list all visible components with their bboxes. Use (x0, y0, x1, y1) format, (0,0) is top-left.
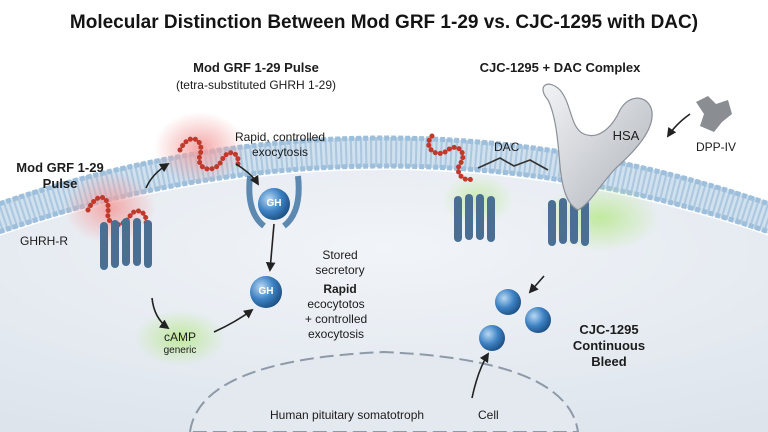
dpp-iv-enzyme-icon (696, 96, 732, 132)
arrow-icon (145, 162, 170, 189)
right-heading: CJC-1295 + DAC Complex (479, 60, 641, 75)
exocytosis-pore (246, 175, 302, 229)
hsa-label: HSA (612, 128, 640, 143)
arrow-icon (666, 113, 691, 138)
receptor-icon (100, 218, 152, 270)
dac-linker (477, 157, 549, 171)
ecocytosis-label-line2: + controlled (304, 312, 368, 326)
bleed-label-line1: CJC-1295 (579, 322, 639, 337)
bleed-label-line3: Bleed (591, 354, 627, 369)
dpp-iv-label: DPP-IV (696, 140, 737, 154)
ecocytosis-label-line3: exocytosis (307, 327, 365, 341)
camp-label: cAMP (163, 330, 196, 344)
bleed-label-line2: Continuous (572, 338, 646, 353)
receptor-icon (454, 194, 495, 242)
receptor-label: GHRH-R (20, 234, 68, 248)
arrow-icon (151, 297, 170, 330)
arrow-icon (471, 352, 490, 399)
pulse-label-line1: Mod GRF 1-29 (16, 160, 104, 175)
peptide-chain-icon (426, 133, 477, 182)
stored-label-line1: Stored (322, 248, 358, 262)
left-heading: Mod GRF 1-29 Pulse (193, 60, 319, 75)
albumin-icon (542, 83, 653, 211)
receptor-icon (548, 198, 589, 246)
peptide-chain-icon (177, 136, 241, 172)
left-subheading: (tetra-substituted GHRH 1-29) (175, 78, 337, 92)
vesicle-label: GH (266, 198, 282, 209)
arrow-icon (235, 163, 259, 186)
cell-label: Human pituitary somatotroph (270, 408, 425, 422)
arrow-icon (213, 308, 254, 333)
dac-glow (540, 184, 660, 252)
vesicle-icon (479, 325, 505, 351)
camp-glow (134, 310, 226, 366)
exocytosis-label-line2: exocytosis (251, 145, 309, 159)
exocytosis-label-line1: Rapid, controlled (234, 130, 326, 144)
page-title: Molecular Distinction Between Mod GRF 1-… (69, 12, 699, 33)
dac-label: DAC (494, 140, 520, 154)
membrane-outer-heads (0, 135, 768, 207)
pulse-label-line2: Pulse (42, 176, 78, 191)
stored-label-line2: secretory (315, 263, 365, 277)
vesicle-icon (258, 188, 290, 220)
camp-sublabel: generic (163, 345, 197, 356)
vesicle-icon (250, 276, 282, 308)
arrow-icon (528, 275, 545, 294)
vesicle-label: GH (258, 286, 274, 297)
nucleus (188, 350, 580, 432)
ecocytosis-label-line1: ecocytotos (307, 297, 365, 311)
arrow-icon (265, 223, 276, 272)
rapid-label: Rapid (323, 282, 357, 296)
vesicle-icon (525, 307, 551, 333)
cell-word: Cell (478, 408, 499, 422)
vesicle-icon (495, 289, 521, 315)
